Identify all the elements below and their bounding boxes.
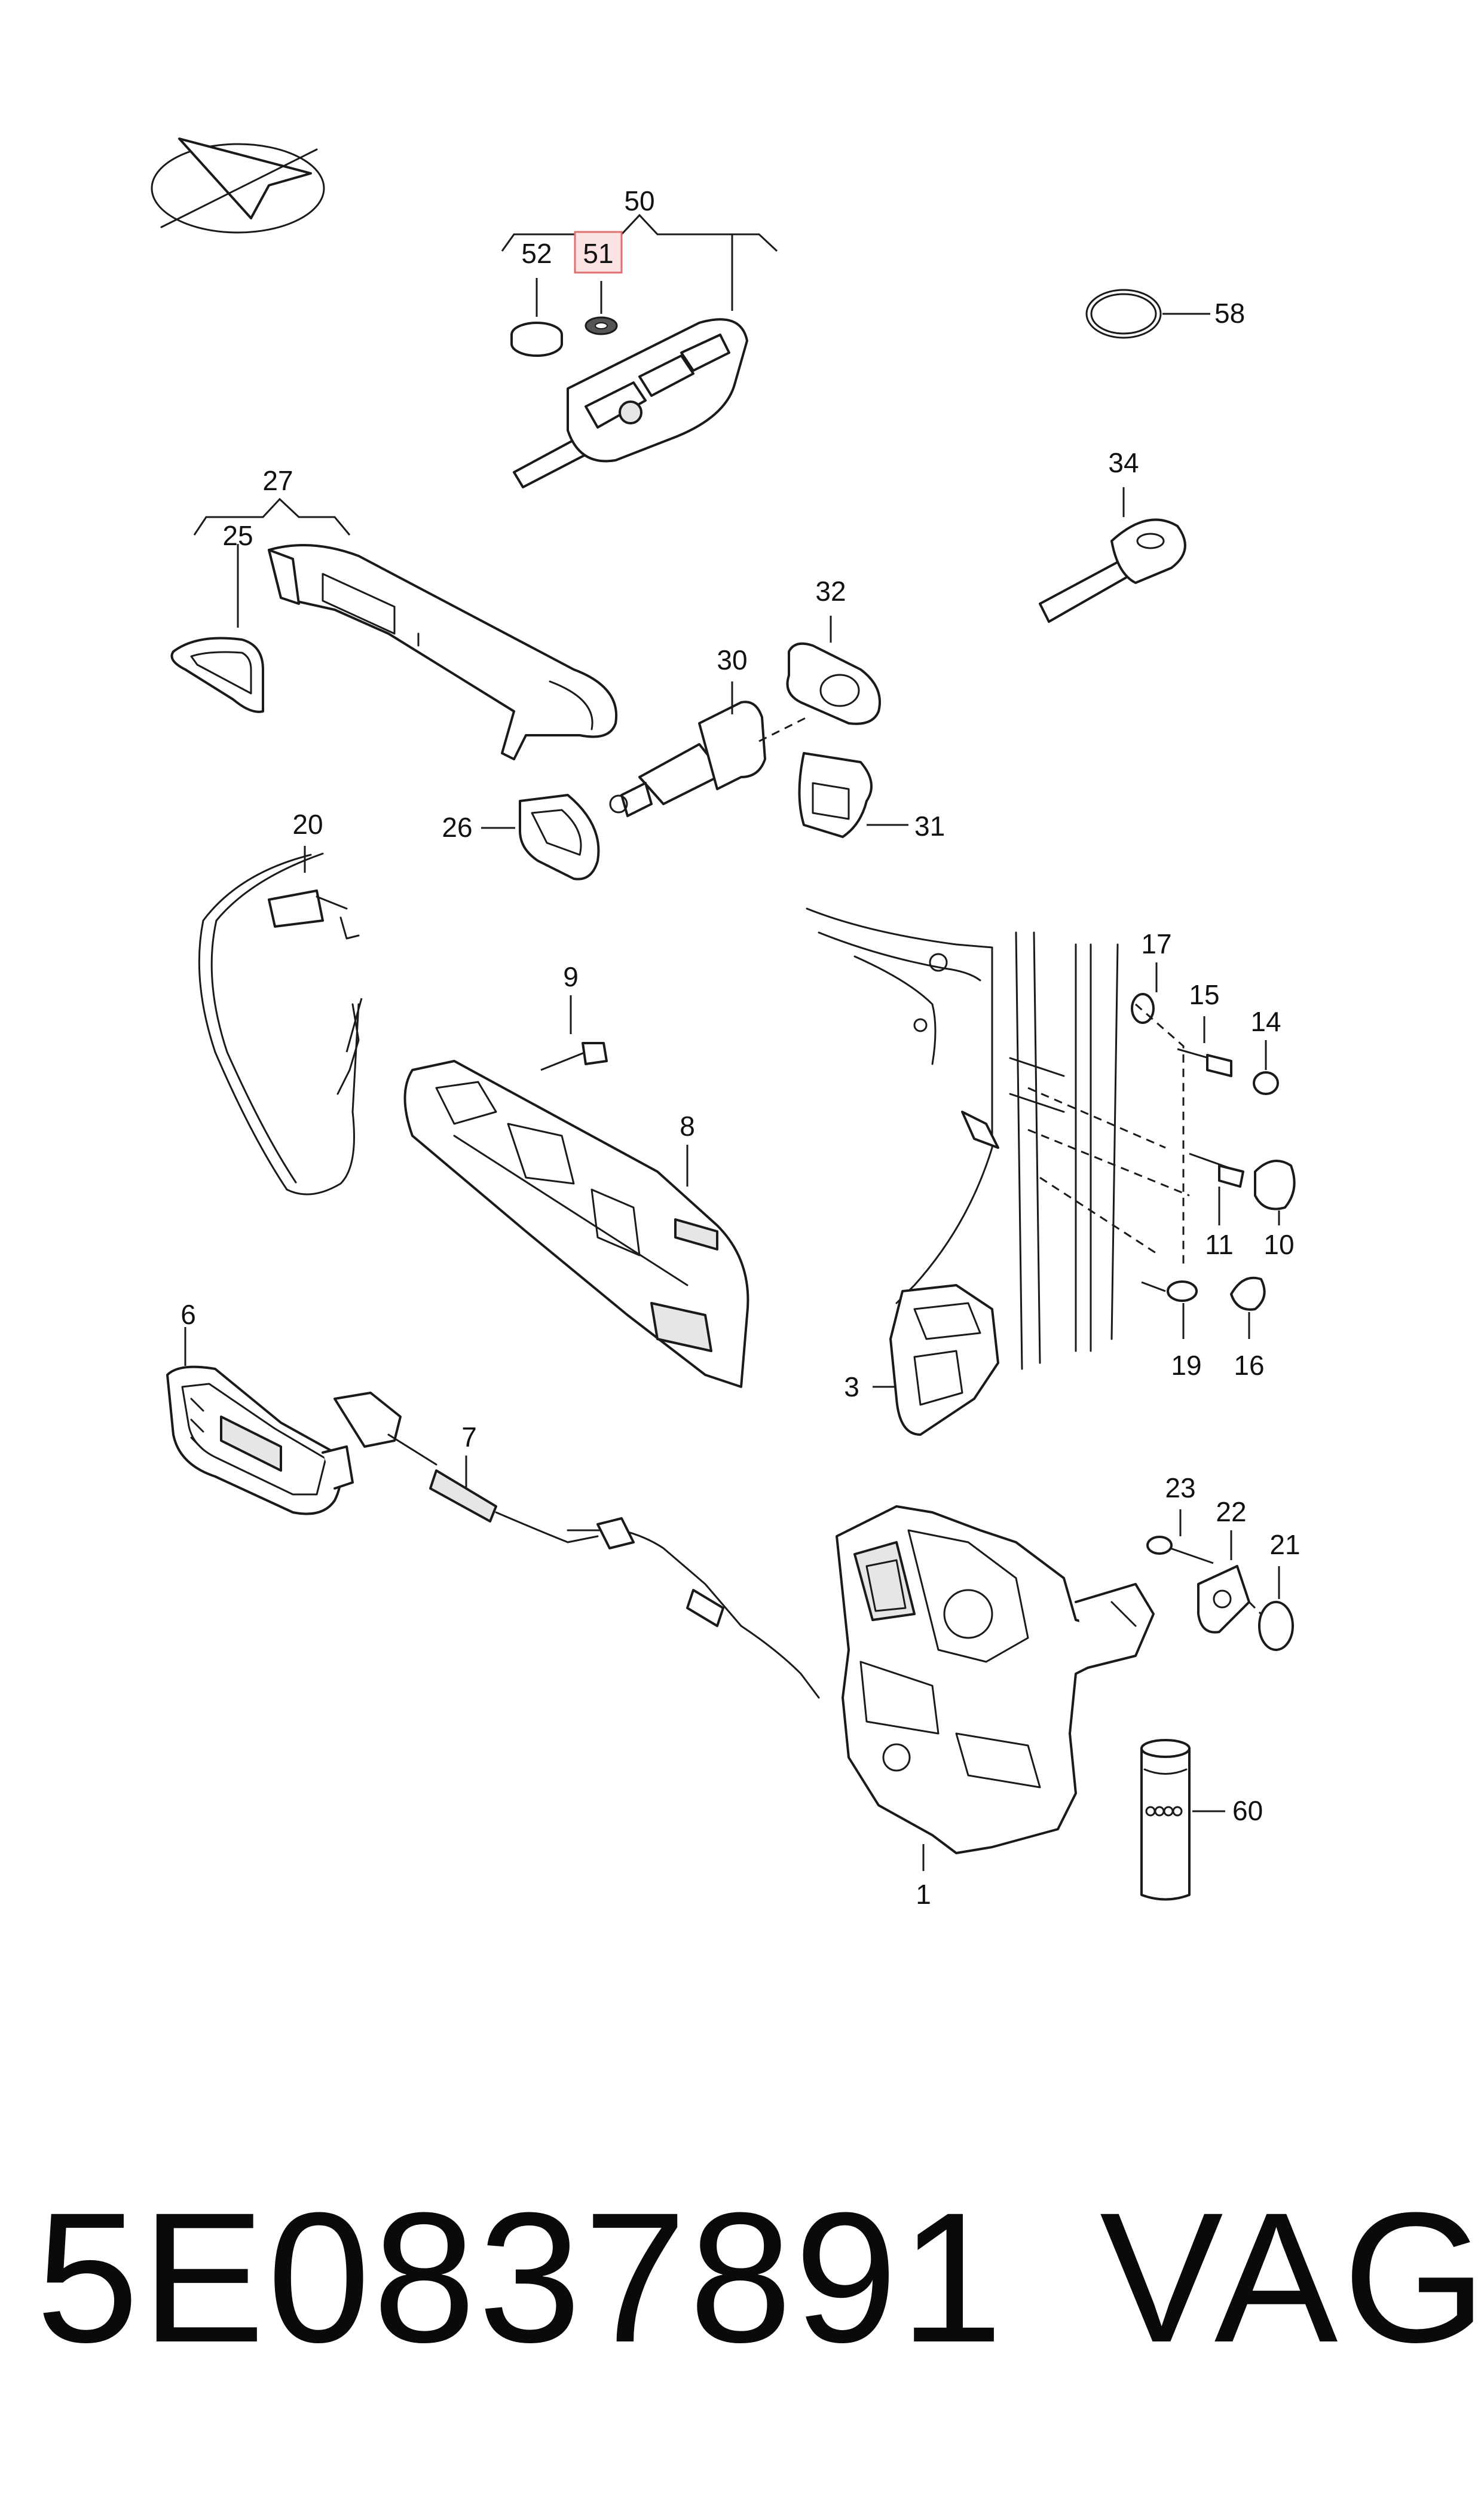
clip-51 xyxy=(585,281,618,335)
callout-19: 19 xyxy=(1171,1350,1201,1381)
bracket-3 xyxy=(873,1284,999,1436)
bolt-15 xyxy=(1177,1016,1232,1077)
bracket-27 xyxy=(193,497,351,536)
callout-30: 30 xyxy=(717,644,747,675)
callout-11: 11 xyxy=(1205,1229,1234,1260)
callout-3: 3 xyxy=(844,1371,859,1402)
cap-32 xyxy=(786,616,881,725)
screw-9 xyxy=(540,995,608,1071)
interior-handle-6 xyxy=(166,1327,354,1515)
callout-7: 7 xyxy=(461,1421,477,1453)
callout-23: 23 xyxy=(1165,1472,1195,1503)
callout-52: 52 xyxy=(521,238,552,269)
lock-cylinder-30 xyxy=(609,681,807,817)
callout-6: 6 xyxy=(180,1299,196,1330)
key-blank-34 xyxy=(1039,487,1186,623)
o-ring-58 xyxy=(1085,289,1210,339)
release-cable-7 xyxy=(333,1392,820,1699)
cap-21 xyxy=(1248,1566,1294,1651)
cable-20 xyxy=(198,846,363,1196)
callout-34: 34 xyxy=(1108,447,1139,478)
gasket-25 xyxy=(170,637,264,713)
callout-31: 31 xyxy=(914,811,945,842)
part-number: 5E0837891 xyxy=(36,2173,1006,2381)
callout-20: 20 xyxy=(292,809,323,840)
callout-58: 58 xyxy=(1214,298,1245,329)
callout-14: 14 xyxy=(1250,1006,1281,1037)
exterior-handle-27 xyxy=(268,544,618,760)
footer: 5E0837891 VAG xyxy=(24,2164,1484,2391)
callout-15: 15 xyxy=(1189,979,1219,1010)
bracket-50 xyxy=(501,213,778,252)
orientation-logo xyxy=(151,137,325,234)
callout-21: 21 xyxy=(1269,1529,1300,1560)
callout-26: 26 xyxy=(442,812,472,843)
striker-22 xyxy=(1197,1530,1250,1634)
carrier-8 xyxy=(403,1060,749,1388)
cap-14 xyxy=(1253,1040,1279,1095)
callout-27: 27 xyxy=(262,465,293,496)
callout-10: 10 xyxy=(1263,1229,1294,1260)
battery-52 xyxy=(510,278,563,357)
cover-31 xyxy=(798,752,908,838)
callout-22: 22 xyxy=(1216,1496,1246,1527)
door-lock-1 xyxy=(836,1505,1155,1871)
callout-1: 1 xyxy=(916,1879,931,1910)
brand-name: VAG xyxy=(1100,2173,1484,2381)
plug-17 xyxy=(1131,962,1158,1024)
callout-25: 25 xyxy=(222,520,253,551)
callout-16: 16 xyxy=(1234,1350,1264,1381)
bolt-11 xyxy=(1189,1152,1244,1225)
callout-32: 32 xyxy=(815,576,846,607)
callout-51-highlight xyxy=(574,231,623,274)
callout-51: 51 xyxy=(583,238,613,269)
dash-lines-right xyxy=(1027,1003,1190,1267)
callout-50: 50 xyxy=(624,185,654,216)
flip-key-50 xyxy=(513,318,748,488)
grease-tube-60 xyxy=(1140,1739,1225,1901)
screw-23 xyxy=(1146,1509,1214,1564)
callout-9: 9 xyxy=(563,961,579,992)
plug-16 xyxy=(1230,1276,1266,1339)
door-frame xyxy=(806,907,1119,1370)
callout-60: 60 xyxy=(1232,1795,1263,1826)
callout-17: 17 xyxy=(1141,928,1171,959)
callout-8: 8 xyxy=(680,1111,695,1142)
screw-19 xyxy=(1141,1280,1198,1339)
seal-26 xyxy=(481,794,600,881)
cover-10 xyxy=(1254,1160,1296,1225)
